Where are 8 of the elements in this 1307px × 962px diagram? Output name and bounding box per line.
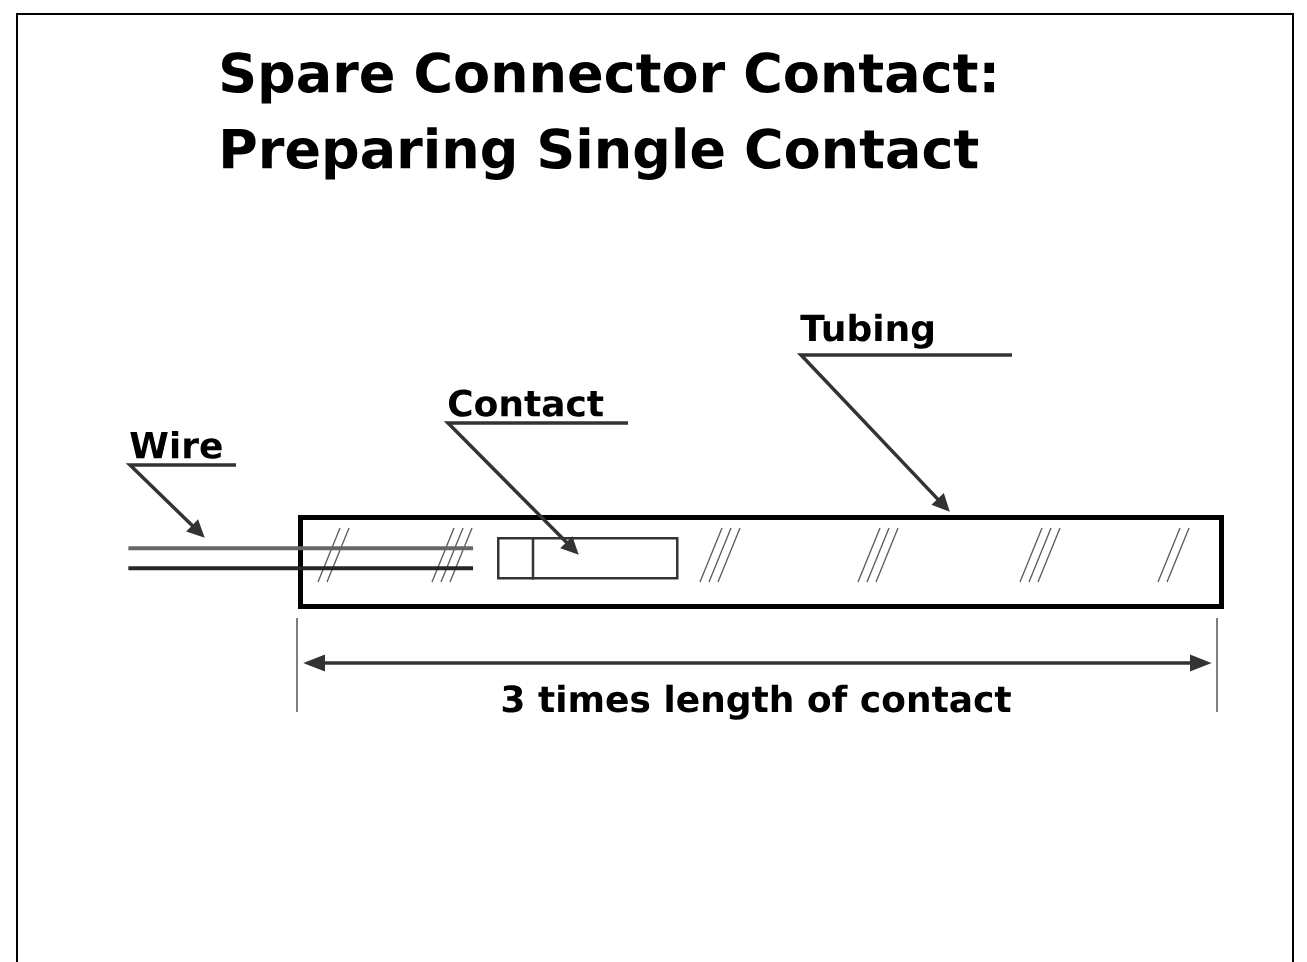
callout-label: Wire xyxy=(130,430,222,459)
callout-label: Contact xyxy=(449,389,604,417)
wire-drawing xyxy=(128,546,474,571)
title: Spare Connector Contact: Preparing Single Contact xyxy=(222,52,995,180)
contact-drawing xyxy=(497,537,679,580)
callout-label: Tubing xyxy=(800,313,933,349)
tubing-box xyxy=(298,515,1224,609)
dimension-label: 3 times length of contact xyxy=(502,684,1011,720)
